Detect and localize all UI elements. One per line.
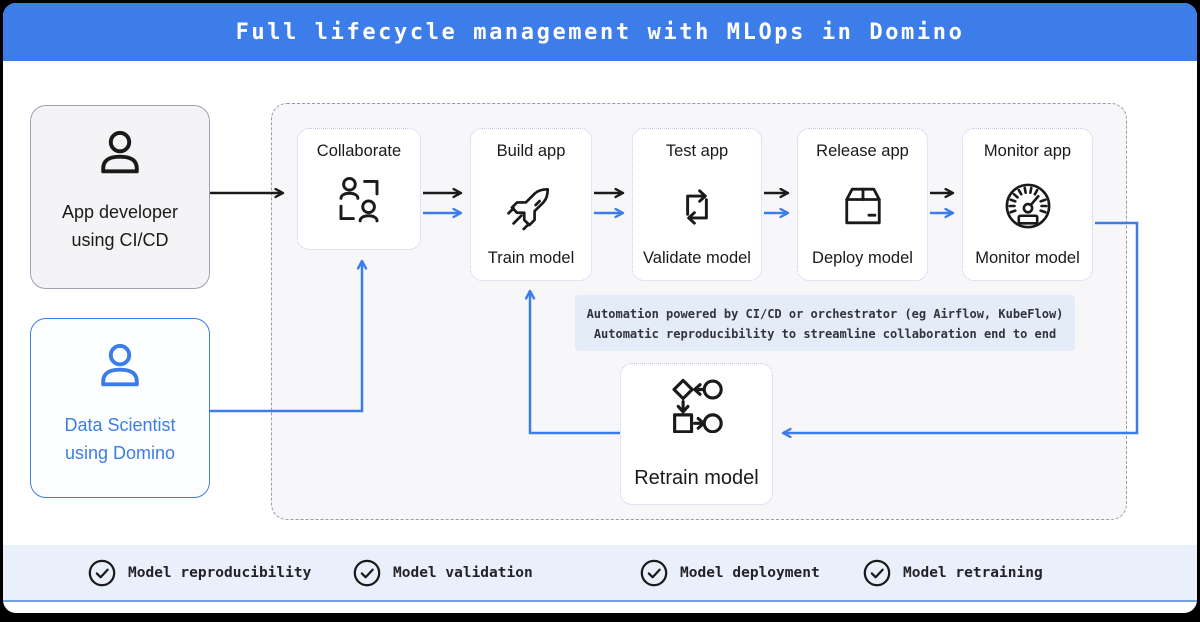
actor-label-line2: using Domino: [64, 443, 176, 463]
footer-item-label: Model retraining: [903, 564, 1043, 581]
check-icon: [352, 558, 382, 588]
header-bar: Full lifecycle management with MLOps in …: [3, 3, 1197, 61]
stage-bottom-label: Train model: [487, 249, 575, 267]
footer-bar: Model reproducibility Model validation M…: [3, 545, 1197, 602]
automation-note: Automation powered by CI/CD or orchestra…: [575, 295, 1075, 351]
workflow-icon: [668, 375, 726, 433]
actor-data-scientist: Data Scientist using Domino: [30, 318, 210, 498]
check-icon: [862, 558, 892, 588]
footer-item-reproducibility: Model reproducibility: [87, 545, 311, 600]
stage-top-label: Build app: [496, 142, 566, 160]
stage-retrain-model: Retrain model: [620, 363, 773, 505]
footer-item-validation: Model validation: [352, 545, 533, 600]
stage-monitor-app: Monitor app Monitor model: [962, 128, 1093, 281]
footer-item-deployment: Model deployment: [639, 545, 820, 600]
stage-top-label: Test app: [665, 142, 729, 160]
gauge-icon: [1002, 180, 1054, 232]
note-line2: Automatic reproducibility to streamline …: [593, 327, 1057, 341]
stage-bottom-label: Deploy model: [812, 249, 913, 267]
footer-item-label: Model validation: [393, 564, 533, 581]
actor-label: Data Scientist using Domino: [31, 411, 209, 467]
actor-label-line1: App developer: [61, 202, 179, 222]
cycle-icon: [672, 182, 722, 232]
stage-build-app: Build app Train model: [470, 128, 592, 281]
stage-collaborate: Collaborate: [297, 128, 421, 250]
check-icon: [87, 558, 117, 588]
footer-item-label: Model reproducibility: [128, 564, 312, 581]
footer-item-label: Model deployment: [680, 564, 820, 581]
retrain-label: Retrain model: [634, 467, 759, 489]
rocket-icon: [504, 179, 558, 233]
check-icon: [639, 558, 669, 588]
stage-test-app: Test app Validate model: [632, 128, 762, 281]
footer-item-retraining: Model retraining: [862, 545, 1043, 600]
package-icon: [837, 180, 889, 232]
stage-top-label: Release app: [816, 142, 909, 160]
page-title: Full lifecycle management with MLOps in …: [235, 19, 965, 45]
actor-label-line1: Data Scientist: [64, 415, 176, 435]
stage-release-app: Release app Deploy model: [797, 128, 928, 281]
stage-top-label: Monitor app: [983, 142, 1072, 160]
actor-app-developer: App developer using CI/CD: [30, 105, 210, 289]
actor-label-line2: using CI/CD: [71, 230, 169, 250]
person-icon: [94, 128, 146, 180]
stage-top-label: Collaborate: [316, 142, 402, 160]
stage-bottom-label: Validate model: [643, 249, 751, 267]
collaborate-icon: [332, 173, 386, 227]
person-icon: [94, 341, 146, 393]
stage-bottom-label: Monitor model: [975, 249, 1080, 267]
note-line1: Automation powered by CI/CD or orchestra…: [586, 307, 1064, 321]
actor-label: App developer using CI/CD: [31, 198, 209, 254]
